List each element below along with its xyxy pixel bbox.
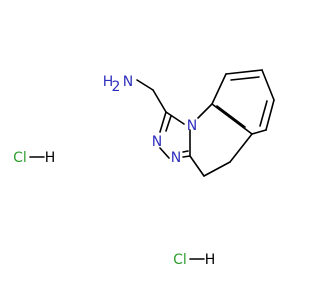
ring-n3-label: N bbox=[171, 150, 181, 166]
bond-c7-c6 bbox=[265, 99, 275, 131]
bond-c9-c8 bbox=[225, 69, 263, 75]
bond-ch2-nh2 bbox=[136, 79, 154, 91]
salt-1-h-label: H bbox=[45, 150, 56, 166]
salt-2-cl-label: Cl bbox=[173, 252, 187, 268]
bond-c1-n4-double bbox=[165, 115, 172, 132]
salt-2-h-label: H bbox=[205, 252, 216, 268]
bond-n3-c3a bbox=[182, 155, 191, 158]
molecule-drawing: H 2 N N N N Cl H Cl H bbox=[13, 69, 275, 268]
amine-n-label: N bbox=[123, 74, 133, 90]
bond-n4-n3 bbox=[159, 147, 170, 159]
bond-n3-c3a-double bbox=[182, 150, 189, 153]
bond-c7-c6-double bbox=[259, 100, 268, 127]
bond-n1-c9a bbox=[197, 103, 213, 119]
ring-n2-label: N bbox=[152, 134, 162, 150]
bond-c9-c8-double bbox=[230, 76, 260, 81]
amine-sub-label: 2 bbox=[112, 79, 121, 95]
salt-1-cl-label: Cl bbox=[13, 150, 27, 166]
amine-h-label: H bbox=[103, 74, 114, 90]
bond-c5a-c9a bbox=[211, 103, 253, 135]
bond-c8-c7 bbox=[261, 69, 275, 101]
bond-c6-c5a bbox=[251, 129, 267, 135]
bond-ch2-c1 bbox=[152, 89, 167, 113]
bond-c1-n1 bbox=[165, 111, 185, 125]
bond-c5-c5a bbox=[229, 133, 253, 163]
ring-n1-label: N bbox=[187, 118, 197, 134]
bond-c4-c5 bbox=[203, 161, 231, 177]
bond-c1-n4 bbox=[159, 111, 167, 133]
bond-c9a-c9 bbox=[211, 73, 227, 105]
bond-c3a-c4 bbox=[189, 155, 205, 177]
structure-canvas: H 2 N N N N Cl H Cl H bbox=[13, 69, 275, 268]
bond-c5a-c9a-double bbox=[216, 105, 246, 128]
